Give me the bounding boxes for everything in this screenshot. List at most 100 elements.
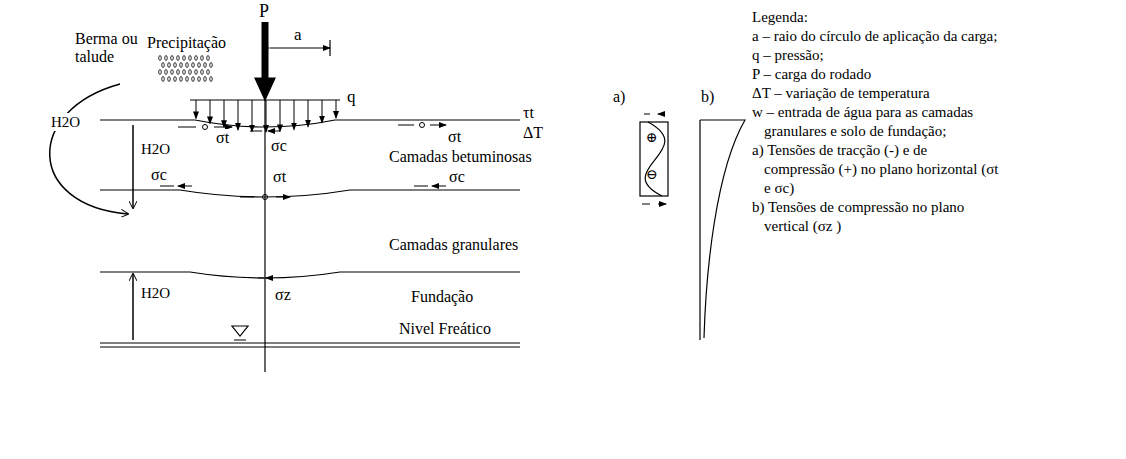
vertical-stress-profile [700, 120, 745, 340]
legend-line: a – raio do círculo de aplicação da carg… [752, 27, 1000, 46]
stress-label: σc [270, 137, 288, 155]
compression-symbol [644, 114, 664, 115]
water-up-arrow [132, 274, 134, 340]
rain-drop [171, 70, 174, 75]
water-table-label: Nivel Freático [398, 320, 492, 338]
interface-line [100, 190, 520, 197]
pressure-arrow [308, 100, 309, 127]
layer-name: Fundação [410, 288, 474, 306]
stress-label: σt [447, 128, 462, 146]
pressure-label: q [346, 88, 357, 106]
rain-drop [183, 56, 186, 61]
pressure-arrow [252, 100, 253, 132]
rain-drop [186, 77, 189, 82]
legend-line: a) Tensões de tracção (-) e de compressã… [752, 141, 1000, 198]
rain-drop [198, 77, 201, 82]
rain-drop [195, 56, 198, 61]
legend-line: ΔT – variação de temperatura [752, 84, 1000, 103]
stress-label: σt [215, 129, 230, 147]
rain-drop [207, 56, 210, 61]
load-arrow-head [255, 78, 275, 100]
rain-label: Precipitação [146, 34, 227, 52]
sign-symbol: ⊕ [645, 129, 659, 147]
layer-name: Camadas betuminosas [388, 148, 533, 166]
rain-drop [189, 56, 192, 61]
foundation-line [100, 272, 520, 278]
rain-drop [201, 70, 204, 75]
axis-line [264, 100, 265, 372]
surface-line [100, 120, 520, 127]
rain-drop [210, 63, 213, 68]
rain-drop [177, 70, 180, 75]
shear-label: τt [522, 104, 535, 122]
rain-drop [204, 77, 207, 82]
rain-drop [204, 63, 207, 68]
legend-line: w – entrada de água para as camadas gran… [752, 103, 1000, 141]
load-label: P [258, 2, 270, 20]
water-label: H2O [140, 284, 171, 302]
rain-drop [198, 63, 201, 68]
rain-drop [162, 63, 165, 68]
panel-label: a) [612, 88, 626, 106]
pressure-arrow [294, 100, 295, 130]
rain-drop [171, 56, 174, 61]
rain-drop [183, 70, 186, 75]
rain-drop [195, 70, 198, 75]
pressure-arrow [322, 100, 323, 123]
tension-symbol [642, 204, 666, 205]
legend-text: Legenda:a – raio do círculo de aplicação… [752, 8, 1000, 236]
temperature-label: ΔT [522, 124, 544, 142]
stress-symbols [160, 123, 446, 279]
horizontal-stress-curve [645, 122, 665, 196]
rain-drop [201, 56, 204, 61]
dimension-tick [329, 40, 330, 56]
pressure-arrow [196, 100, 197, 118]
pressure-arrow [210, 100, 211, 123]
pressure-arrow [280, 100, 281, 131]
rain-drop [180, 63, 183, 68]
legend-line: q – pressão; [752, 46, 1000, 65]
rain-drop [207, 70, 210, 75]
pressure-arrow [266, 100, 267, 132]
radius-dimension [270, 47, 330, 48]
stress-label: σc [448, 168, 466, 186]
rain-drop [189, 70, 192, 75]
stress-label: σc [150, 166, 168, 184]
rain-drops [159, 56, 213, 82]
water-label: H2O [140, 140, 171, 158]
panel-label: b) [700, 88, 715, 106]
rain-drop [165, 70, 168, 75]
rain-drop [177, 56, 180, 61]
rain-drop [159, 70, 162, 75]
water-label: H2O [50, 113, 81, 131]
rain-drop [165, 56, 168, 61]
rain-drop [174, 77, 177, 82]
horizontal-stress-panel [640, 122, 668, 196]
stress-label: σz [274, 286, 292, 304]
rain-drop [174, 63, 177, 68]
water-table-symbol [232, 326, 248, 340]
stress-label: σt [272, 168, 287, 186]
water-curved-arrow [50, 84, 128, 214]
rain-drop [168, 63, 171, 68]
rain-drop [162, 77, 165, 82]
pressure-arrow [224, 100, 225, 127]
rain-drop [168, 77, 171, 82]
rain-drop [159, 56, 162, 61]
water-down-arrow [132, 125, 134, 208]
pressure-arrow [238, 100, 239, 130]
load-arrow [262, 22, 269, 80]
rain-drop [186, 63, 189, 68]
sign-symbol: ⊖ [645, 166, 659, 184]
shoulder-label: Berma ou talude [74, 30, 142, 66]
pressure-line [190, 99, 340, 100]
pressure-arrow [336, 100, 337, 118]
water-table [100, 343, 520, 347]
rain-drop [180, 77, 183, 82]
rain-drop [192, 77, 195, 82]
radius-label: a [293, 26, 303, 44]
legend-line: b) Tensões de compressão no plano vertic… [752, 198, 1000, 236]
legend-line: Legenda: [752, 8, 1000, 27]
